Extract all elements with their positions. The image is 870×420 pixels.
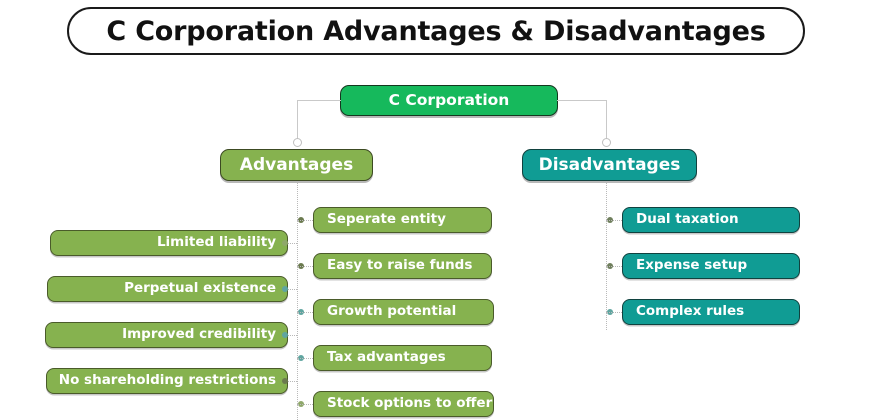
- list-item-label: Improved credibility: [122, 326, 276, 343]
- list-item-label: Expense setup: [636, 257, 748, 274]
- spine-dot: [282, 240, 288, 246]
- list-item[interactable]: Tax advantages: [313, 345, 492, 371]
- page-title-text: C Corporation Advantages & Disadvantages: [106, 15, 766, 47]
- list-item-label: Perpetual existence: [124, 280, 276, 297]
- list-item[interactable]: Seperate entity: [313, 207, 492, 233]
- connector-root-right-horizontal: [557, 100, 607, 102]
- list-item[interactable]: Limited liability: [50, 230, 288, 256]
- connector-root-right-vertical: [606, 100, 608, 143]
- connector-stub: [288, 289, 297, 290]
- connector-root-left-horizontal: [297, 100, 341, 102]
- connector-stub: [288, 243, 297, 244]
- list-item-label: Easy to raise funds: [327, 257, 473, 274]
- list-item[interactable]: Dual taxation: [622, 207, 800, 233]
- connector-stub: [297, 312, 313, 313]
- list-item[interactable]: Perpetual existence: [47, 276, 288, 302]
- list-item-label: Growth potential: [327, 303, 457, 320]
- node-disadvantages-label: Disadvantages: [538, 154, 681, 175]
- list-item[interactable]: No shareholding restrictions: [46, 368, 288, 394]
- node-advantages[interactable]: Advantages: [220, 149, 373, 181]
- connector-stub: [297, 220, 313, 221]
- list-item-label: Seperate entity: [327, 211, 446, 228]
- list-item-label: Limited liability: [156, 234, 276, 251]
- spine-disadvantages: [606, 182, 607, 330]
- node-c-corporation-label: C Corporation: [388, 90, 510, 109]
- list-item-label: Complex rules: [636, 303, 745, 320]
- list-item[interactable]: Growth potential: [313, 299, 494, 325]
- connector-stub: [606, 312, 622, 313]
- list-item[interactable]: Complex rules: [622, 299, 800, 325]
- list-item[interactable]: Improved credibility: [45, 322, 288, 348]
- list-item[interactable]: Expense setup: [622, 253, 800, 279]
- page-title: C Corporation Advantages & Disadvantages: [67, 7, 805, 55]
- list-item[interactable]: Stock options to offer: [313, 391, 494, 417]
- list-item[interactable]: Easy to raise funds: [313, 253, 492, 279]
- list-item-label: Dual taxation: [636, 211, 739, 228]
- spine-advantages: [297, 182, 298, 420]
- connector-stub: [606, 220, 622, 221]
- spine-dot: [282, 286, 288, 292]
- spine-dot: [282, 378, 288, 384]
- node-c-corporation[interactable]: C Corporation: [340, 85, 558, 116]
- connector-stub: [288, 381, 297, 382]
- list-item-label: Tax advantages: [327, 349, 446, 366]
- connector-stub: [297, 358, 313, 359]
- list-item-label: Stock options to offer: [327, 395, 493, 412]
- connector-node-advantages: [293, 138, 302, 147]
- connector-stub: [288, 335, 297, 336]
- node-disadvantages[interactable]: Disadvantages: [522, 149, 697, 181]
- connector-stub: [297, 266, 313, 267]
- connector-node-disadvantages: [602, 138, 611, 147]
- node-advantages-label: Advantages: [239, 154, 354, 175]
- connector-root-left-vertical: [297, 100, 299, 143]
- connector-stub: [606, 266, 622, 267]
- spine-dot: [282, 332, 288, 338]
- list-item-label: No shareholding restrictions: [58, 372, 276, 389]
- connector-stub: [297, 404, 313, 405]
